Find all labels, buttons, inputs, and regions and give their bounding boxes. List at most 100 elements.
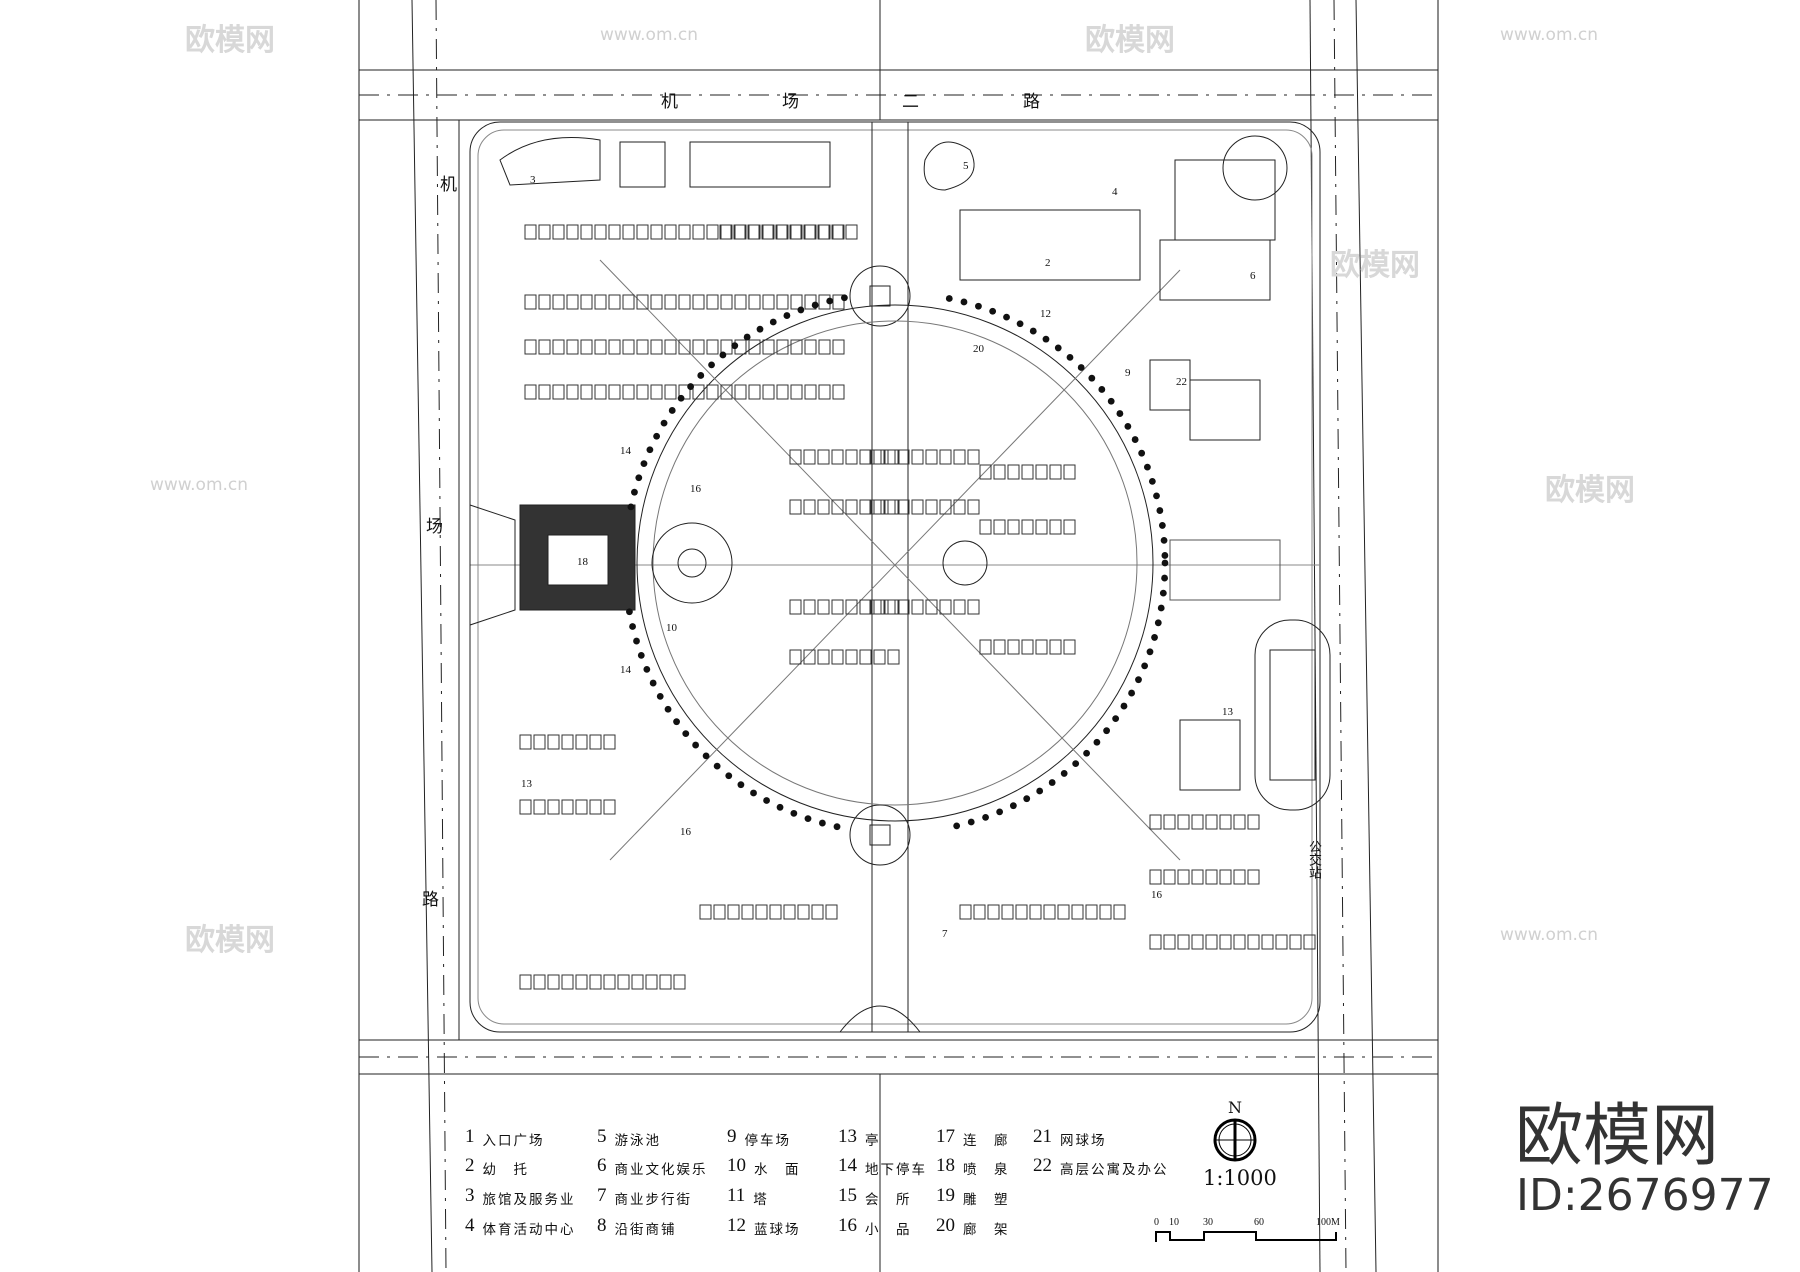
building-unit (1035, 519, 1048, 535)
tree (776, 803, 784, 811)
legend-number: 18 (936, 1155, 955, 1176)
building-unit (783, 904, 796, 920)
legend-number: 15 (838, 1185, 857, 1206)
building-unit (789, 599, 802, 615)
legend-number: 13 (838, 1126, 857, 1147)
building-unit (561, 734, 574, 750)
tree (960, 298, 968, 306)
building-unit (831, 224, 844, 240)
building-unit (645, 974, 658, 990)
legend-text: 廊 架 (963, 1222, 1010, 1238)
building-unit (533, 799, 546, 815)
plan-label: 13 (521, 778, 532, 790)
building-unit (762, 294, 775, 310)
building-unit (817, 499, 830, 515)
building-unit (873, 649, 886, 665)
building-unit (1191, 814, 1204, 830)
tree (1156, 507, 1164, 514)
building-unit (1021, 519, 1034, 535)
legend-number: 3 (465, 1185, 475, 1206)
tree (743, 333, 751, 341)
legend-text: 塔 (753, 1192, 769, 1208)
building-unit (790, 384, 803, 400)
building-unit (973, 904, 986, 920)
plan-label: 16 (680, 826, 691, 838)
tree (1042, 335, 1050, 343)
plan-label: 22 (1176, 376, 1187, 388)
building-unit (804, 384, 817, 400)
building-unit (589, 799, 602, 815)
tree (1159, 589, 1167, 597)
tree (1083, 749, 1090, 757)
legend-text: 停车场 (744, 1133, 791, 1149)
building-unit (845, 649, 858, 665)
building-unit (845, 599, 858, 615)
building-unit (831, 449, 844, 465)
building-unit (608, 294, 621, 310)
building-unit (533, 734, 546, 750)
building-unit (883, 449, 896, 465)
building-unit (953, 449, 966, 465)
building-unit (631, 974, 644, 990)
building-unit (804, 224, 817, 240)
building-unit (603, 974, 616, 990)
building-unit (748, 224, 761, 240)
building-unit (617, 974, 630, 990)
building-unit (706, 224, 719, 240)
building-unit (776, 384, 789, 400)
building-unit (547, 734, 560, 750)
legend-number: 7 (597, 1185, 607, 1206)
tree (1154, 619, 1162, 627)
tree (1128, 689, 1136, 697)
watermark-url: www.om.cn (150, 475, 249, 495)
building-unit (538, 224, 551, 240)
legend-text: 连 廊 (963, 1133, 1010, 1149)
building-unit (713, 904, 726, 920)
building-unit (566, 384, 579, 400)
tree (626, 608, 633, 616)
building-unit (1149, 934, 1162, 950)
building-unit (566, 294, 579, 310)
tree (1153, 492, 1160, 500)
building-unit (650, 384, 663, 400)
legend-text: 雕 塑 (963, 1192, 1010, 1208)
building-unit (789, 649, 802, 665)
building-unit (925, 499, 938, 515)
building-unit (1177, 934, 1190, 950)
building-unit (748, 384, 761, 400)
building-unit (762, 384, 775, 400)
building-unit (538, 339, 551, 355)
building-unit (967, 599, 980, 615)
legend-number: 22 (1033, 1155, 1052, 1176)
building-unit (755, 904, 768, 920)
tree (682, 730, 690, 738)
scale-ratio: 1:1000 (1203, 1166, 1277, 1190)
building-unit (967, 449, 980, 465)
building-unit (727, 904, 740, 920)
building-unit (524, 294, 537, 310)
building-unit (897, 599, 910, 615)
building-unit (817, 224, 830, 240)
legend-text: 小 品 (865, 1222, 912, 1238)
watermark-text: 欧模网 (1085, 23, 1175, 58)
legend-text: 亭 (865, 1133, 881, 1149)
legend-text: 商业步行街 (614, 1192, 692, 1208)
tree (1072, 760, 1080, 768)
building-unit (678, 384, 691, 400)
building-unit (1247, 869, 1260, 885)
legend-text: 旅馆及服务业 (482, 1192, 576, 1208)
building-unit (873, 599, 886, 615)
building-unit (1261, 934, 1274, 950)
building-unit (804, 339, 817, 355)
building-unit (678, 224, 691, 240)
tree (996, 808, 1004, 816)
legend-number: 8 (597, 1215, 607, 1236)
tree (737, 781, 745, 789)
plan-label: 4 (1112, 186, 1118, 198)
